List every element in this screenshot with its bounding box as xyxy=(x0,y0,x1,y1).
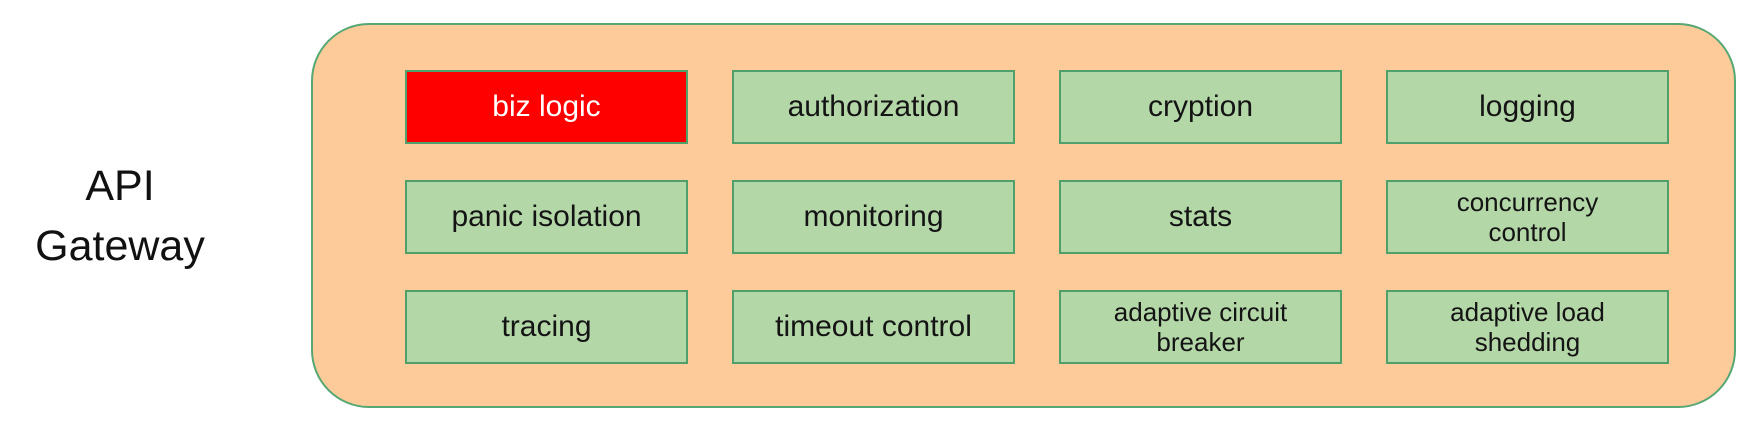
cell-tracing-label: tracing xyxy=(501,310,592,343)
cell-authorization: authorization xyxy=(732,70,1015,144)
cell-adaptive-load-shedding-label: adaptive load shedding xyxy=(1450,297,1605,357)
cell-cryption: cryption xyxy=(1059,70,1342,144)
cell-adaptive-circuit-breaker: adaptive circuit breaker xyxy=(1059,290,1342,364)
cell-panic-isolation-label: panic isolation xyxy=(451,200,642,233)
cell-concurrency-control-label: concurrency control xyxy=(1456,187,1599,247)
api-gateway-label: API Gateway xyxy=(0,156,240,276)
feature-grid: biz logic authorization cryption logging… xyxy=(405,70,1669,364)
cell-logging-label: logging xyxy=(1479,90,1576,123)
api-gateway-container: biz logic authorization cryption logging… xyxy=(311,23,1736,408)
cell-logging: logging xyxy=(1386,70,1669,144)
cell-biz-logic-label: biz logic xyxy=(492,90,601,123)
cell-timeout-control-label: timeout control xyxy=(775,310,972,343)
cell-biz-logic: biz logic xyxy=(405,70,688,144)
cell-cryption-label: cryption xyxy=(1147,90,1254,123)
cell-concurrency-control: concurrency control xyxy=(1386,180,1669,254)
cell-adaptive-circuit-breaker-label: adaptive circuit breaker xyxy=(1113,297,1288,357)
api-gateway-label-line1: API xyxy=(85,162,155,210)
cell-stats-label: stats xyxy=(1168,200,1233,233)
cell-tracing: tracing xyxy=(405,290,688,364)
cell-adaptive-load-shedding: adaptive load shedding xyxy=(1386,290,1669,364)
cell-stats: stats xyxy=(1059,180,1342,254)
cell-monitoring: monitoring xyxy=(732,180,1015,254)
api-gateway-label-line2: Gateway xyxy=(35,222,205,270)
cell-authorization-label: authorization xyxy=(787,90,960,123)
cell-monitoring-label: monitoring xyxy=(803,200,944,233)
cell-timeout-control: timeout control xyxy=(732,290,1015,364)
cell-panic-isolation: panic isolation xyxy=(405,180,688,254)
